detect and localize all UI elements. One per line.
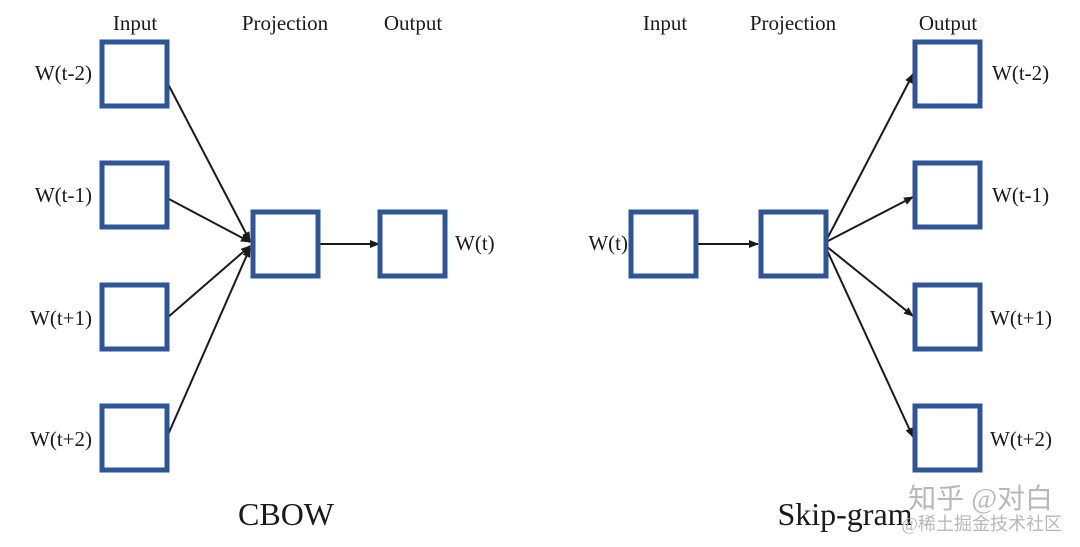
cbow-input-label-4: W(t+2) xyxy=(30,427,92,451)
skipgram-input-box xyxy=(628,209,699,279)
skipgram-projection-box xyxy=(758,209,829,279)
skipgram-model: Input Projection Output W(t) W(t-2) W(t-… xyxy=(588,11,1052,532)
cbow-output-label: W(t) xyxy=(455,231,495,255)
skipgram-header-output: Output xyxy=(919,11,978,35)
cbow-caption: CBOW xyxy=(238,496,335,532)
cbow-input-box-4 xyxy=(99,403,170,473)
cbow-edge-input-2 xyxy=(166,197,251,243)
cbow-projection-box xyxy=(250,209,321,279)
cbow-output-box xyxy=(377,209,448,279)
skipgram-output-label-4: W(t+2) xyxy=(990,427,1052,451)
skipgram-output-label-3: W(t+1) xyxy=(990,306,1052,330)
watermark-line-1: 知乎 @对白 xyxy=(908,483,1053,515)
cbow-input-box-2 xyxy=(99,160,170,230)
watermark-line-2: @稀土掘金技术社区 xyxy=(901,514,1062,534)
skipgram-caption: Skip-gram xyxy=(777,496,912,532)
skipgram-edge-output-3 xyxy=(825,245,914,317)
cbow-model: Input Projection Output W(t-2) W(t-1) W(… xyxy=(30,11,495,532)
skipgram-output-box-1 xyxy=(912,39,983,109)
skipgram-output-box-2 xyxy=(912,160,983,230)
cbow-input-box-1 xyxy=(99,39,170,109)
skipgram-output-label-2: W(t-1) xyxy=(992,183,1049,207)
skipgram-edge-output-4 xyxy=(825,247,914,438)
cbow-input-label-2: W(t-1) xyxy=(35,183,92,207)
cbow-header-input: Input xyxy=(113,11,157,35)
cbow-input-label-3: W(t+1) xyxy=(30,306,92,330)
cbow-input-box-3 xyxy=(99,282,170,352)
skipgram-edge-output-1 xyxy=(825,73,914,242)
cbow-input-label-1: W(t-2) xyxy=(35,61,92,85)
cbow-edge-input-3 xyxy=(166,245,251,319)
watermark: 知乎 @对白 @稀土掘金技术社区 xyxy=(901,483,1062,534)
cbow-header-output: Output xyxy=(384,11,443,35)
skipgram-output-label-1: W(t-2) xyxy=(992,61,1049,85)
skipgram-header-input: Input xyxy=(643,11,687,35)
skipgram-header-projection: Projection xyxy=(750,11,837,35)
cbow-header-projection: Projection xyxy=(242,11,329,35)
cbow-edge-input-4 xyxy=(166,247,251,438)
cbow-edge-input-1 xyxy=(166,81,251,242)
skipgram-input-label: W(t) xyxy=(588,231,628,255)
skipgram-edge-output-2 xyxy=(825,196,914,243)
skipgram-output-box-3 xyxy=(912,282,983,352)
skipgram-output-box-4 xyxy=(912,403,983,473)
